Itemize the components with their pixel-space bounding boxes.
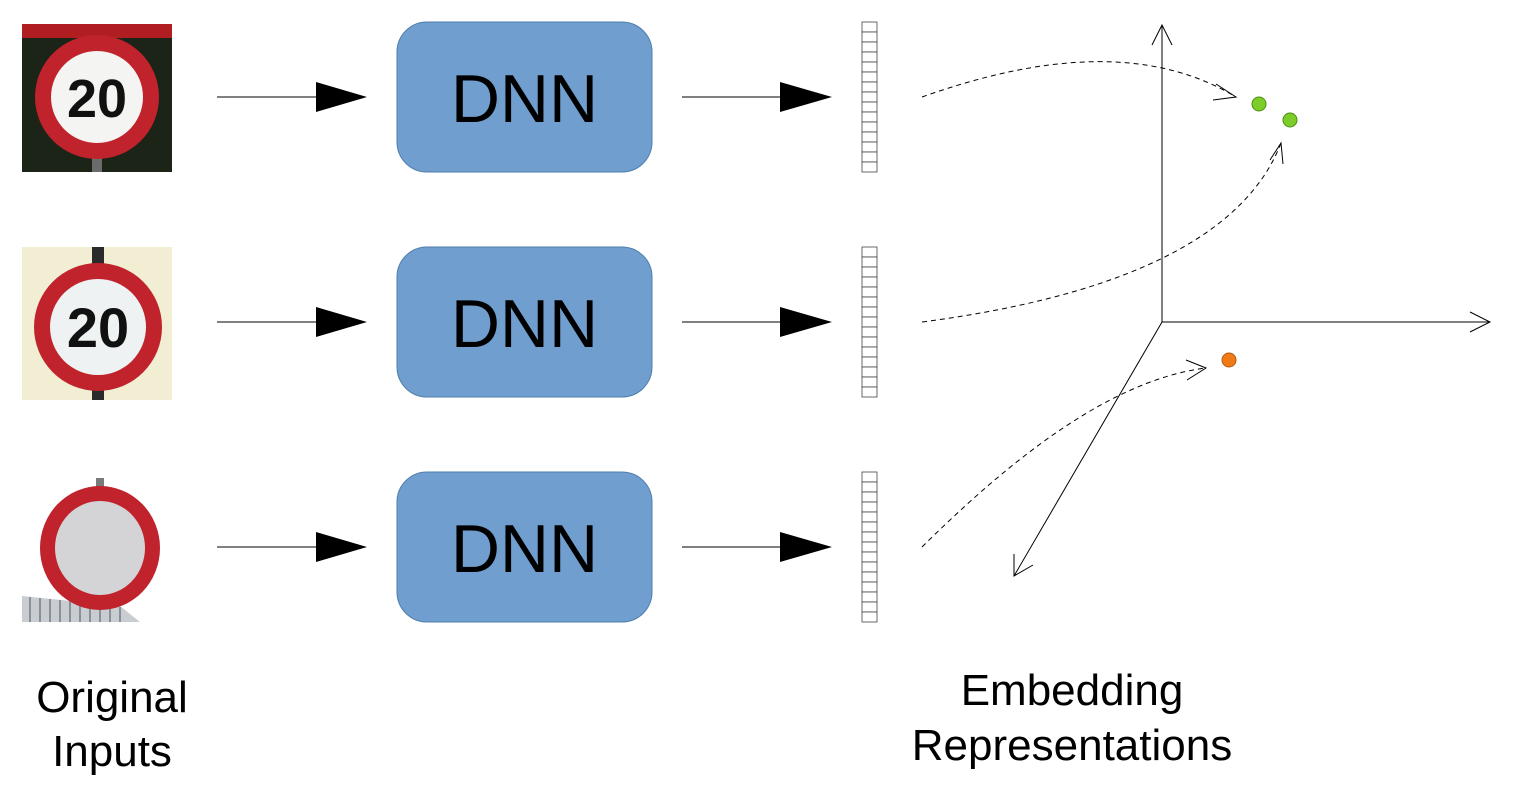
embedding-axes	[1013, 23, 1492, 577]
arrow-input-to-dnn-2	[217, 307, 367, 337]
arrow-input-to-dnn-1	[217, 82, 367, 112]
vector-cell	[861, 601, 878, 613]
sign-number-2: 20	[67, 296, 129, 359]
vector-cell	[861, 376, 878, 388]
vector-cell	[861, 491, 878, 503]
vector-cell	[861, 346, 878, 358]
vector-cell	[861, 356, 878, 368]
vector-cell	[861, 581, 878, 593]
arrow-dnn-to-vector-3	[682, 532, 832, 562]
axis-depth	[1013, 321, 1163, 577]
vector-cell	[861, 561, 878, 573]
caption-original-line-2: Inputs	[52, 727, 172, 776]
vector-cell	[861, 286, 878, 298]
arrow-input-to-dnn-3	[217, 532, 367, 562]
vector-cell	[861, 31, 878, 43]
arrow-dnn-to-vector-2	[682, 307, 832, 337]
vector-cell	[861, 51, 878, 63]
vector-cell	[861, 541, 878, 553]
vector-cell	[861, 71, 878, 83]
similar-point-1	[1251, 96, 1267, 112]
dnn-box-2: DNN	[396, 246, 653, 398]
sign-number-1: 20	[67, 69, 127, 129]
mapping-arrow-1	[921, 61, 1238, 101]
vector-cell	[861, 81, 878, 93]
vector-cell	[861, 131, 878, 143]
embedding-vector-2	[861, 246, 878, 398]
dnn-box-3: DNN	[396, 471, 653, 623]
dnn-label-3: DNN	[451, 511, 598, 587]
vector-cell	[861, 276, 878, 288]
vector-cell	[861, 481, 878, 493]
mapping-arrow-3	[921, 359, 1208, 548]
vector-cell	[861, 256, 878, 268]
vector-cell	[861, 111, 878, 123]
dnn-label-2: DNN	[451, 286, 598, 362]
vector-cell	[861, 101, 878, 113]
input-image-2: 20	[22, 247, 172, 400]
vector-cell	[861, 531, 878, 543]
vector-cell	[861, 326, 878, 338]
vector-cell	[861, 91, 878, 103]
vector-cell	[861, 501, 878, 513]
vector-cell	[861, 296, 878, 308]
caption-embedding-line-1: Embedding	[961, 666, 1184, 715]
vector-cell	[861, 316, 878, 328]
axis-vertical	[1151, 23, 1173, 322]
dnn-box-1: DNN	[396, 21, 653, 173]
vector-cell	[861, 471, 878, 483]
vector-cell	[861, 266, 878, 278]
embedding-vector-1	[861, 21, 878, 173]
vector-cell	[861, 21, 878, 33]
vector-cell	[861, 141, 878, 153]
input-image-1: 20	[22, 24, 172, 172]
arrow-dnn-to-vector-1	[682, 82, 832, 112]
input-image-3	[22, 472, 172, 622]
vector-cell	[861, 591, 878, 603]
vector-cell	[861, 366, 878, 378]
vector-cell	[861, 571, 878, 583]
vector-cell	[861, 306, 878, 318]
vector-cell	[861, 336, 878, 348]
caption-original-line-1: Original	[36, 673, 188, 722]
vector-cell	[861, 611, 878, 623]
vector-cell	[861, 61, 878, 73]
vector-cell	[861, 121, 878, 133]
different-point	[1221, 352, 1237, 368]
vector-cell	[861, 161, 878, 173]
vector-cell	[861, 521, 878, 533]
mapping-arrow-2	[921, 141, 1284, 323]
vector-cell	[861, 246, 878, 258]
caption-embedding-line-2: Representations	[912, 721, 1232, 770]
axis-horizontal	[1162, 311, 1492, 333]
vector-cell	[861, 41, 878, 53]
vector-cell	[861, 386, 878, 398]
dnn-label-1: DNN	[451, 61, 598, 137]
vector-cell	[861, 551, 878, 563]
embedding-vector-3	[861, 471, 878, 623]
vector-cell	[861, 511, 878, 523]
vector-cell	[861, 151, 878, 163]
similar-point-2	[1282, 112, 1298, 128]
